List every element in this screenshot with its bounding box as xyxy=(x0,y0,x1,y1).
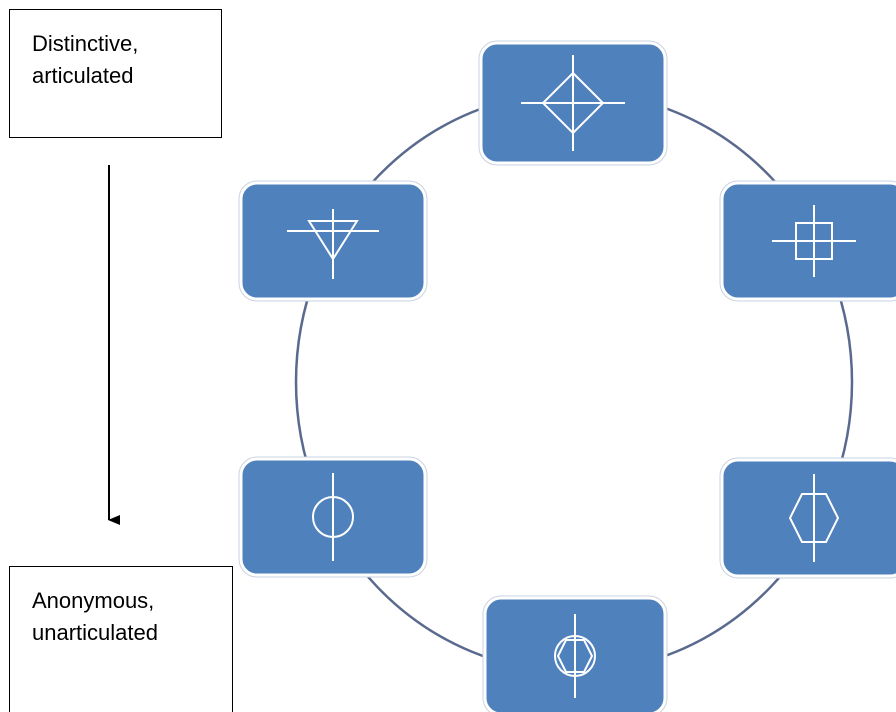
square-cross-icon xyxy=(772,205,856,277)
cycle-ring xyxy=(294,90,854,674)
label-anonymous-unarticulated: Anonymous, unarticulated xyxy=(9,566,233,712)
node-upper-left xyxy=(238,180,428,302)
node-bottom xyxy=(482,595,668,712)
triangle-cross-icon xyxy=(287,209,379,279)
label-line: unarticulated xyxy=(32,620,158,645)
hexagon-line-icon xyxy=(788,474,840,562)
diamond-cross-icon xyxy=(521,55,625,151)
label-line: Anonymous, xyxy=(32,588,155,613)
circle-hexagon-line-icon xyxy=(554,614,596,698)
label-distinctive-articulated: Distinctive, articulated xyxy=(9,9,222,138)
node-upper-right xyxy=(719,180,896,302)
label-line: articulated xyxy=(32,63,134,88)
node-lower-left xyxy=(238,456,428,578)
node-top xyxy=(478,40,668,166)
circle-line-icon xyxy=(312,473,354,561)
label-line: Distinctive, xyxy=(32,31,139,56)
node-lower-right xyxy=(719,457,896,579)
